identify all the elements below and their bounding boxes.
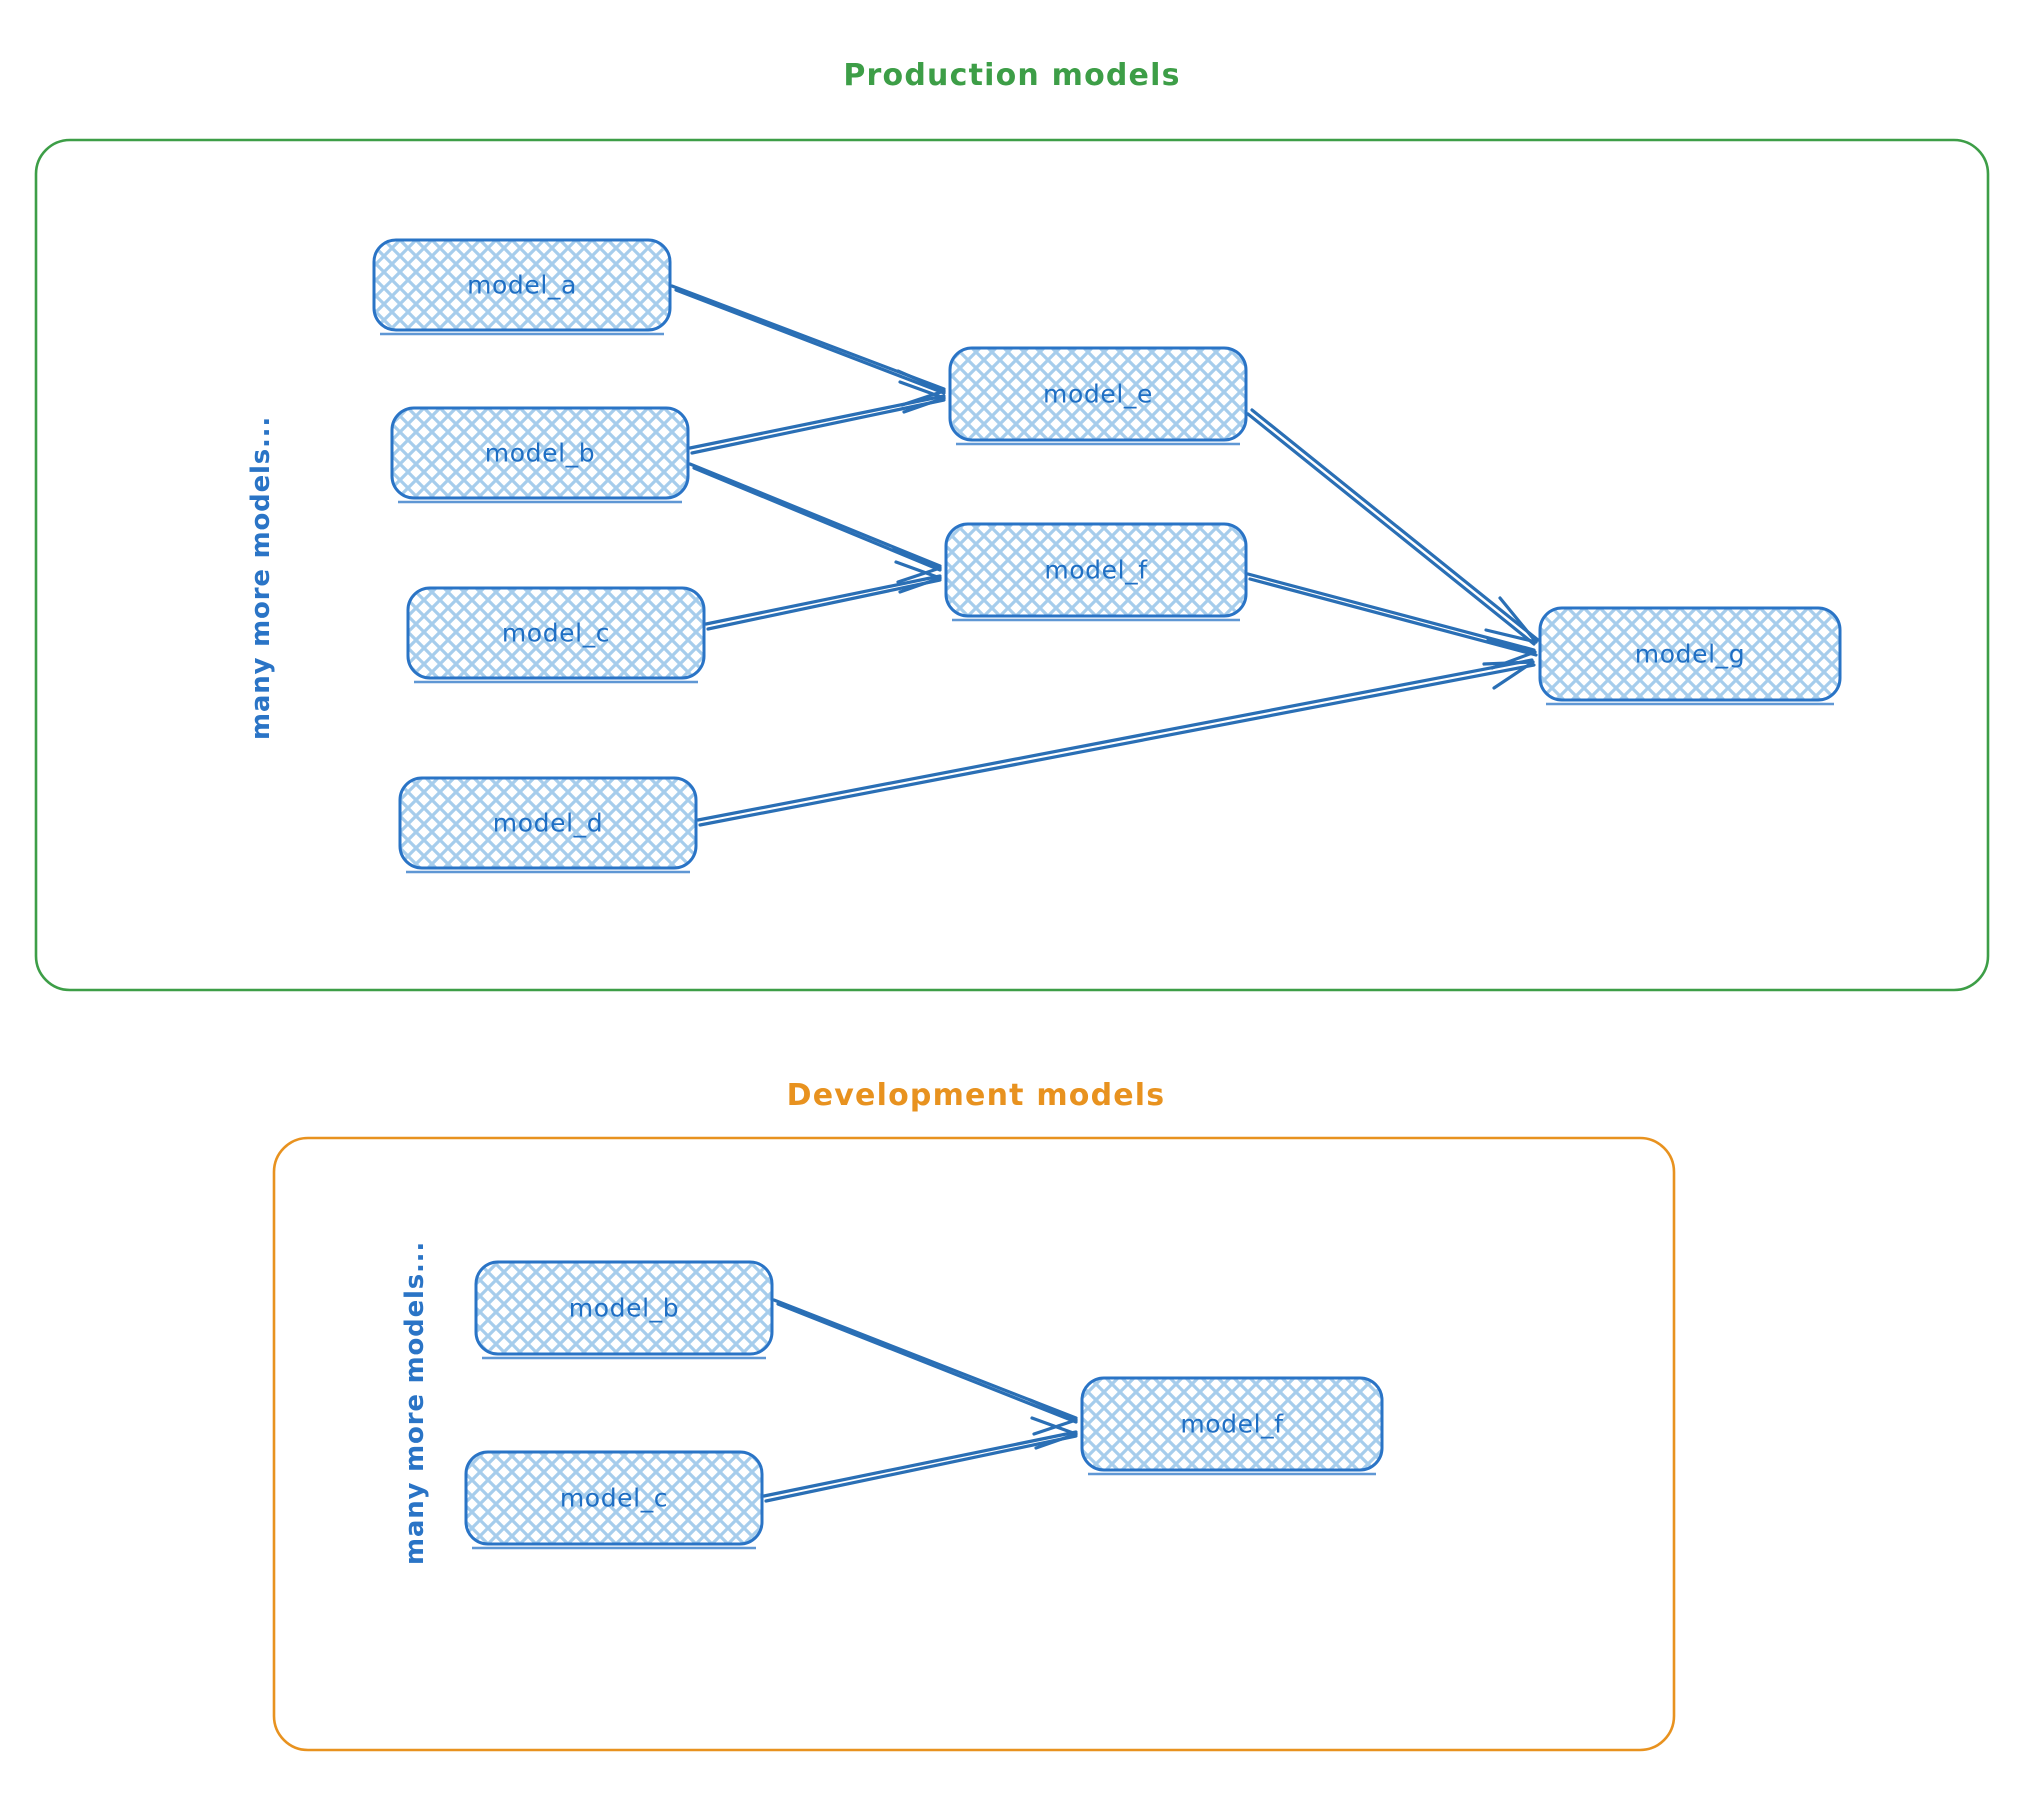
development-nodes	[464, 1260, 1384, 1550]
node-dev-model_b[interactable]	[474, 1260, 774, 1360]
node-dev-model_f[interactable]	[1080, 1376, 1384, 1476]
edge-model_f-to-model_g	[1246, 572, 1538, 670]
production-group-title: Production models	[843, 58, 1181, 93]
production-many-more-models-label: many more models...	[246, 415, 276, 740]
development-group-title: Development models	[786, 1078, 1166, 1113]
development-edges	[762, 1298, 1078, 1503]
development-many-more-models-label: many more models...	[400, 1240, 430, 1565]
node-model_e[interactable]	[948, 346, 1248, 446]
production-nodes	[372, 238, 1842, 874]
development-group	[272, 1136, 1676, 1752]
node-model_f[interactable]	[944, 522, 1248, 622]
edge-dev-model_b-to-model_f	[772, 1298, 1078, 1436]
edge-model_e-to-model_g	[1246, 408, 1540, 646]
edge-model_b-to-model_f	[688, 462, 942, 584]
edge-dev-model_c-to-model_f	[762, 1416, 1078, 1503]
node-dev-model_c[interactable]	[464, 1450, 764, 1550]
edge-model_c-to-model_f	[704, 560, 942, 631]
node-model_b[interactable]	[390, 406, 690, 504]
node-model_a[interactable]	[372, 238, 672, 336]
production-group	[34, 138, 1990, 992]
production-edges	[670, 284, 1540, 827]
edge-model_b-to-model_e	[688, 380, 946, 455]
development-group-border	[272, 1136, 1676, 1752]
node-model_d[interactable]	[398, 776, 698, 874]
node-model_g[interactable]	[1538, 606, 1842, 706]
production-group-border	[34, 138, 1990, 992]
node-model_c[interactable]	[406, 586, 706, 684]
edge-model_d-to-model_g	[696, 658, 1536, 827]
edge-model_a-to-model_e	[670, 284, 946, 407]
